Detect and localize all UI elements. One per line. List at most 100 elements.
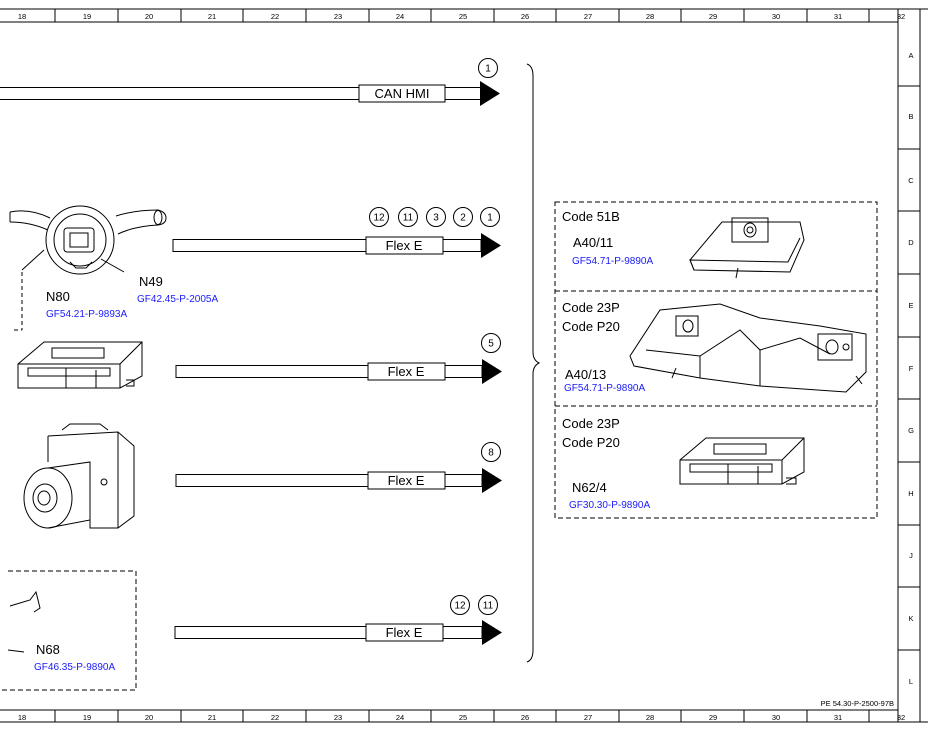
connector-number: 1	[485, 64, 491, 75]
box3-component-ref: GF30.30-P-9890A	[569, 500, 650, 511]
n62-4-unit-drawing	[679, 437, 805, 485]
row-label: F	[909, 364, 914, 373]
column-label: 18	[18, 713, 26, 722]
row-ticks	[898, 85, 920, 651]
component-id-n49: N49	[139, 274, 163, 289]
connector-number: 2	[460, 213, 466, 224]
box3-component-id: N62/4	[572, 480, 607, 495]
connector-number: 8	[488, 448, 494, 459]
column-label: 25	[459, 12, 467, 21]
arrow-head-icon	[482, 468, 502, 493]
column-label: 26	[521, 713, 529, 722]
box2-code-2: Code P20	[562, 319, 620, 334]
column-label: 31	[834, 713, 842, 722]
row-label: G	[908, 426, 914, 435]
component-id-n80: N80	[46, 289, 70, 304]
line-can-hmi: CAN HMI 1	[0, 58, 500, 106]
column-label: 22	[271, 713, 279, 722]
right-component-group	[554, 201, 878, 519]
column-label: 30	[772, 12, 780, 21]
n68-component-box: N68 GF46.35-P-9890A	[0, 570, 137, 691]
connector-bubble	[369, 207, 389, 227]
column-label: 21	[208, 713, 216, 722]
column-label: 18	[18, 12, 26, 21]
connector-number: 1	[487, 213, 493, 224]
column-label: 27	[584, 12, 592, 21]
column-label: 21	[208, 12, 216, 21]
box1-component-id: A40/11	[573, 235, 613, 250]
box3-code-2: Code P20	[562, 435, 620, 450]
document-code: PE 54.30-P-2500-97B	[821, 699, 894, 708]
column-labels-top: 18 19 20 21 22 23 24 25 26 27 28 29 30 3…	[18, 12, 905, 21]
diagram-frame	[0, 8, 928, 723]
arrow-head-icon	[482, 359, 502, 384]
connector-number: 12	[454, 601, 466, 612]
connector-bubble	[450, 595, 470, 615]
a40-11-unit-drawing	[689, 217, 805, 279]
connector-number: 12	[373, 213, 385, 224]
column-label: 31	[834, 12, 842, 21]
arrow-head-icon	[481, 233, 501, 258]
row-label: E	[908, 301, 913, 310]
line-label: Flex E	[388, 364, 425, 379]
connector-bubble	[478, 595, 498, 615]
line-label: Flex E	[388, 473, 425, 488]
column-label: 27	[584, 713, 592, 722]
column-ticks-bottom	[54, 710, 870, 722]
column-label: 28	[646, 713, 654, 722]
connector-bubble	[426, 207, 446, 227]
connector-bubble	[453, 207, 473, 227]
row-label: H	[908, 489, 913, 498]
connector-bubble	[481, 333, 501, 353]
column-label: 32	[897, 713, 905, 722]
line-label: Flex E	[386, 238, 423, 253]
line-flex-e-1: Flex E 12 11 3 2 1	[172, 207, 501, 258]
component-ref-n49: GF42.45-P-2005A	[137, 294, 218, 305]
line-flex-e-2: Flex E 5	[175, 333, 502, 384]
box2-component-ref: GF54.71-P-9890A	[564, 383, 645, 394]
row-label: K	[908, 614, 913, 623]
column-label: 20	[145, 713, 153, 722]
box2-component-id: A40/13	[565, 367, 606, 382]
column-label: 29	[709, 713, 717, 722]
column-label: 22	[271, 12, 279, 21]
box1-component-ref: GF54.71-P-9890A	[572, 256, 653, 267]
column-label: 28	[646, 12, 654, 21]
connector-number: 11	[483, 601, 494, 612]
actuator-motor-drawing	[23, 423, 135, 529]
connector-bubble	[481, 442, 501, 462]
connector-number: 11	[403, 213, 414, 224]
column-label: 23	[334, 713, 342, 722]
column-label: 32	[897, 12, 905, 21]
line-label: Flex E	[386, 625, 423, 640]
component-id-n68: N68	[36, 642, 60, 657]
column-labels-bottom: 18 19 20 21 22 23 24 25 26 27 28 29 30 3…	[18, 713, 905, 722]
column-label: 23	[334, 12, 342, 21]
column-label: 26	[521, 12, 529, 21]
arrow-head-icon	[482, 620, 502, 645]
connector-bubble	[478, 58, 498, 78]
component-ref-n80: GF54.21-P-9893A	[46, 309, 127, 320]
row-label: C	[908, 176, 914, 185]
row-labels: A B C D E F G H J K L	[908, 51, 914, 686]
box2-code-1: Code 23P	[562, 300, 620, 315]
connector-number: 5	[488, 339, 494, 350]
row-label: L	[909, 677, 913, 686]
connector-number: 3	[433, 213, 439, 224]
row-label: D	[908, 238, 914, 247]
connector-bubble	[398, 207, 418, 227]
column-label: 24	[396, 12, 404, 21]
column-ticks-top	[54, 9, 870, 22]
column-label: 29	[709, 12, 717, 21]
arrow-head-icon	[480, 81, 500, 106]
line-flex-e-3: Flex E 8	[175, 442, 502, 493]
box1-code: Code 51B	[562, 209, 620, 224]
component-ref-n68: GF46.35-P-9890A	[34, 662, 115, 673]
column-label: 19	[83, 12, 91, 21]
control-unit-drawing	[17, 341, 143, 389]
column-label: 24	[396, 713, 404, 722]
box3-code-1: Code 23P	[562, 416, 620, 431]
row-label: J	[909, 551, 913, 560]
line-label: CAN HMI	[375, 86, 430, 101]
